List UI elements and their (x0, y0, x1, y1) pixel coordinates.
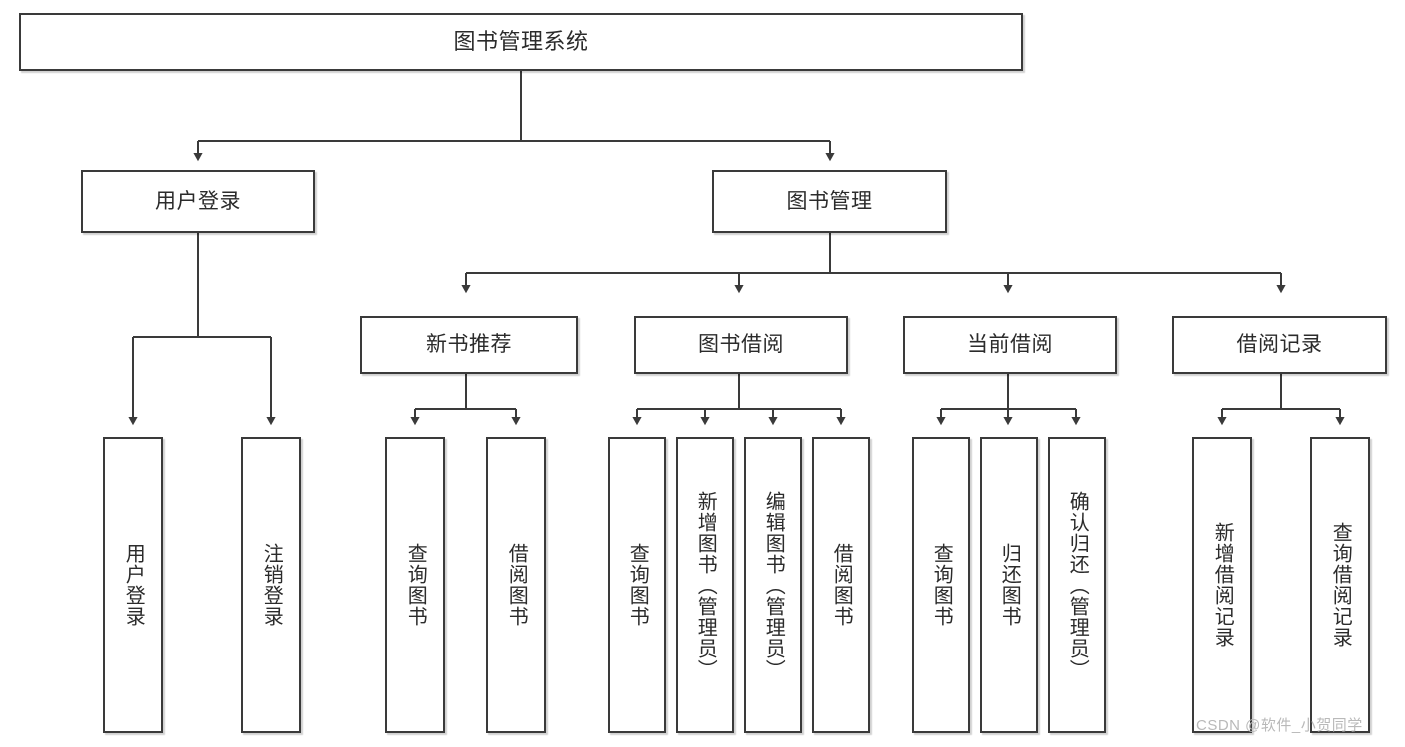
node-label: 新书推荐 (426, 333, 512, 357)
node-leaf-borrow-book-1[interactable]: 借阅图书 (486, 437, 546, 733)
node-label: 借阅记录 (1236, 333, 1323, 357)
node-label: 归还图书 (998, 543, 1021, 627)
node-current-borrow[interactable]: 当前借阅 (903, 316, 1117, 374)
node-label: 查询图书 (404, 543, 427, 627)
node-label: 查询图书 (626, 543, 649, 627)
node-book-manage[interactable]: 图书管理 (712, 170, 947, 233)
node-leaf-add-record[interactable]: 新增借阅记录 (1192, 437, 1252, 733)
node-leaf-query-book-1[interactable]: 查询图书 (385, 437, 445, 733)
node-leaf-edit-book[interactable]: 编辑图书（管理员） (744, 437, 802, 733)
node-label: 图书管理 (786, 189, 873, 213)
node-label: 借阅图书 (830, 543, 853, 627)
node-leaf-confirm-return[interactable]: 确认归还（管理员） (1048, 437, 1106, 733)
node-leaf-return-book[interactable]: 归还图书 (980, 437, 1038, 733)
node-label: 注销登录 (260, 543, 283, 627)
node-leaf-user-logout[interactable]: 注销登录 (241, 437, 301, 733)
node-label: 用户登录 (122, 543, 145, 627)
node-root-system[interactable]: 图书管理系统 (19, 13, 1023, 71)
node-label: 当前借阅 (967, 333, 1053, 357)
node-book-borrow[interactable]: 图书借阅 (634, 316, 848, 374)
node-label: 编辑图书（管理员） (762, 490, 785, 680)
node-label: 确认归还（管理员） (1066, 490, 1089, 680)
node-new-book-rec[interactable]: 新书推荐 (360, 316, 578, 374)
node-label: 查询借阅记录 (1329, 522, 1352, 648)
node-leaf-query-book-3[interactable]: 查询图书 (912, 437, 970, 733)
node-label: 图书管理系统 (453, 28, 589, 54)
node-user-login[interactable]: 用户登录 (81, 170, 315, 233)
node-leaf-add-book[interactable]: 新增图书（管理员） (676, 437, 734, 733)
node-label: 图书借阅 (698, 333, 784, 357)
node-label: 新增图书（管理员） (694, 490, 717, 680)
node-leaf-borrow-book-2[interactable]: 借阅图书 (812, 437, 870, 733)
node-borrow-record[interactable]: 借阅记录 (1172, 316, 1387, 374)
node-label: 用户登录 (155, 189, 241, 213)
node-leaf-query-record[interactable]: 查询借阅记录 (1310, 437, 1370, 733)
node-label: 借阅图书 (505, 543, 528, 627)
node-leaf-user-login[interactable]: 用户登录 (103, 437, 163, 733)
node-label: 新增借阅记录 (1211, 522, 1234, 648)
node-leaf-query-book-2[interactable]: 查询图书 (608, 437, 666, 733)
node-label: 查询图书 (930, 543, 953, 627)
